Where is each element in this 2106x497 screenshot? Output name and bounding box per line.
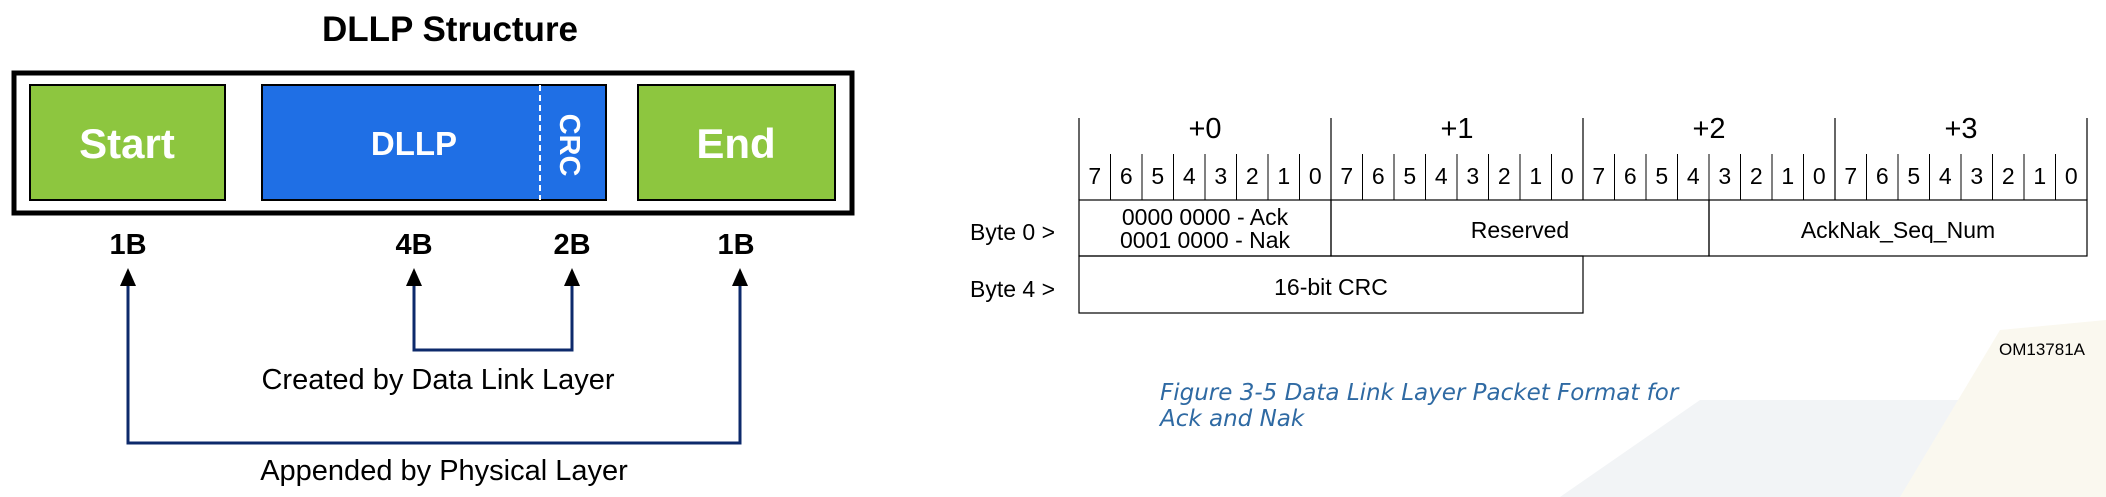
- dllp-block: [261, 84, 607, 201]
- phy-note: Appended by Physical Layer: [260, 455, 628, 487]
- dll-note: Created by Data Link Layer: [261, 364, 614, 396]
- bit-label: 1: [1277, 163, 1290, 189]
- figure-id: OM13781A: [1999, 340, 2086, 359]
- end-label: End: [696, 120, 775, 167]
- bit-label: 6: [1624, 163, 1637, 189]
- packet-frame: [11, 70, 855, 216]
- end-size: 1B: [717, 229, 754, 261]
- byte-header: +2: [1692, 113, 1725, 145]
- bit-label: 7: [1088, 163, 1101, 189]
- bit-label: 0: [1309, 163, 1322, 189]
- bit-label: 6: [1372, 163, 1385, 189]
- figure-caption: Figure 3-5 Data Link Layer Packet Format…: [1160, 380, 1679, 432]
- bit-label: 2: [1750, 163, 1763, 189]
- byte4-label: Byte 4 >: [970, 276, 1055, 302]
- dllp-structure-title: DLLP Structure: [321, 10, 579, 49]
- arrow-up-icon: [564, 268, 580, 286]
- crc16-label: 16-bit CRC: [1274, 274, 1388, 300]
- arrow-up-icon: [406, 268, 422, 286]
- start-size: 1B: [109, 229, 146, 261]
- ack-code: 0000 0000 - Ack: [1122, 204, 1289, 230]
- crc16-cell: [1078, 255, 1584, 314]
- byte-header: +3: [1944, 113, 1977, 145]
- bit-label: 4: [1939, 163, 1952, 189]
- start-label: Start: [79, 120, 175, 167]
- bit-label: 3: [1466, 163, 1479, 189]
- byte-header: +0: [1188, 113, 1221, 145]
- bit-label: 4: [1435, 163, 1448, 189]
- bit-label: 2: [2002, 163, 2015, 189]
- bit-label: 4: [1183, 163, 1196, 189]
- bit-label: 3: [1214, 163, 1227, 189]
- seq-num-label: AckNak_Seq_Num: [1801, 217, 1995, 243]
- bit-label: 5: [1655, 163, 1668, 189]
- bit-label: 1: [1781, 163, 1794, 189]
- bit-label: 2: [1246, 163, 1259, 189]
- bit-label: 6: [1876, 163, 1889, 189]
- bit-label: 7: [1340, 163, 1353, 189]
- bg-shape-cream: [1900, 320, 2106, 497]
- bit-label: 6: [1120, 163, 1133, 189]
- bit-label: 7: [1844, 163, 1857, 189]
- dllp-size: 4B: [395, 229, 432, 261]
- byte-headers: +0 +1 +2 +3: [1078, 113, 2088, 200]
- reserved-label: Reserved: [1471, 217, 1569, 243]
- crc-size: 2B: [553, 229, 590, 261]
- bit-label: 3: [1970, 163, 1983, 189]
- bit-label: 0: [1561, 163, 1574, 189]
- arrow-up-icon: [732, 268, 748, 286]
- bit-label: 2: [1498, 163, 1511, 189]
- bit-label: 0: [1813, 163, 1826, 189]
- byte0-label: Byte 0 >: [970, 219, 1055, 245]
- bit-label: 1: [1529, 163, 1542, 189]
- dllp-label: DLLP: [371, 125, 457, 162]
- bit-label: 7: [1592, 163, 1605, 189]
- bit-label: 3: [1718, 163, 1731, 189]
- end-block: [637, 84, 836, 201]
- bit-label: 5: [1151, 163, 1164, 189]
- bit-label: 1: [2033, 163, 2046, 189]
- start-block: [29, 84, 226, 201]
- dll-bracket: [406, 268, 580, 352]
- byte-header: +1: [1440, 113, 1473, 145]
- bit-label: 4: [1687, 163, 1700, 189]
- bit-label: 0: [2065, 163, 2078, 189]
- nak-code: 0001 0000 - Nak: [1120, 227, 1291, 253]
- crc-label: CRC: [553, 114, 585, 177]
- arrow-up-icon: [120, 268, 136, 286]
- dllp-structure-diagram: Start DLLP CRC End 1B 4B 2B 1B Created b…: [11, 70, 855, 487]
- bit-label: 5: [1907, 163, 1920, 189]
- seq-num-cell: [1708, 199, 2088, 257]
- phy-bracket: [120, 268, 748, 445]
- bit-label: 5: [1403, 163, 1416, 189]
